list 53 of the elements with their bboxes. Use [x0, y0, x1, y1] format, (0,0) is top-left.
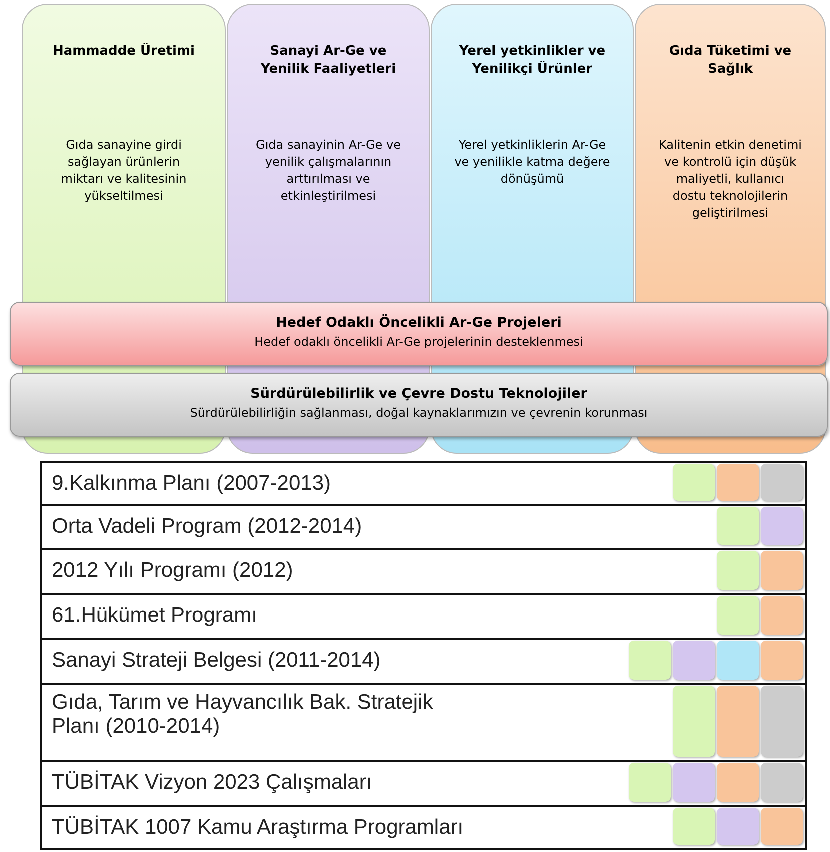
plan-name: Gıda, Tarım ve Hayvancılık Bak. Stratejik Planı (2010-2014)	[52, 691, 434, 739]
plan-name: TÜBİTAK Vizyon 2023 Çalışmaları	[52, 771, 374, 795]
plan-name: TÜBİTAK 1007 Kamu Araştırma Programları	[52, 816, 465, 840]
band-heading: Sürdürülebilirlik ve Çevre Dostu Teknolojiler	[250, 385, 588, 404]
pillar-marker	[761, 763, 803, 802]
table-row	[40, 683, 807, 762]
table-row	[40, 461, 807, 506]
pillar-marker	[673, 641, 715, 680]
pillar-marker	[673, 686, 715, 757]
pillar-description: Yerel yetkinliklerin Ar-Ge ve yenilikle katma değere dönüşümü	[454, 137, 611, 188]
pillar-description: Gıda sanayine girdi sağlayan ürünlerin miktarı ve kalitesinin yükseltilmesi	[60, 137, 188, 205]
pillar-marker	[673, 808, 715, 845]
table-row	[40, 760, 807, 807]
pillar-heading: Gıda Tüketimi ve Sağlık	[668, 43, 793, 79]
pillar-marker	[717, 686, 759, 757]
pillar-marker	[717, 551, 759, 590]
pillar-marker	[717, 596, 759, 635]
pillar-marker	[761, 808, 803, 845]
pillar-heading: Yerel yetkinlikler ve Yenilikçi Ürünler	[458, 43, 607, 79]
table-row	[40, 638, 807, 685]
pillar-marker	[761, 596, 803, 635]
pillar-marker	[629, 763, 671, 802]
table-row	[40, 805, 807, 850]
plan-name: 61.Hükümet Programı	[52, 604, 258, 628]
plan-name: 9.Kalkınma Planı (2007-2013)	[52, 472, 332, 496]
pillar-marker	[717, 763, 759, 802]
pillar-marker	[717, 464, 759, 501]
pillar-marker	[761, 686, 803, 757]
table-row	[40, 548, 807, 595]
table-row	[40, 593, 807, 640]
pillar-marker	[717, 808, 759, 845]
pillar-marker	[673, 464, 715, 501]
pillar-description: Gıda sanayinin Ar-Ge ve yenilik çalışmalarının arttırılması ve etkinleştirilmesi	[255, 137, 402, 205]
plan-name: 2012 Yılı Programı (2012)	[52, 559, 294, 583]
table-row	[40, 504, 807, 550]
band-description: Hedef odaklı öncelikli Ar-Ge projelerinin desteklenmesi	[254, 334, 584, 351]
pillar-marker	[761, 551, 803, 590]
priority-band	[10, 373, 828, 437]
band-description: Sürdürülebilirliğin sağlanması, doğal kaynaklarımızın ve çevrenin korunması	[189, 405, 649, 422]
pillar-heading: Hammadde Üretimi	[52, 43, 196, 61]
pillar-description: Kalitenin etkin denetimi ve kontrolü için düşük maliyetli, kullanıcı dostu teknolojilerin geliştirilmesi	[658, 137, 803, 222]
pillar-heading: Sanayi Ar-Ge ve Yenilik Faaliyetleri	[260, 43, 398, 79]
pillar-marker	[673, 763, 715, 802]
pillar-marker	[761, 641, 803, 680]
band-heading: Hedef Odaklı Öncelikli Ar-Ge Projeleri	[275, 314, 563, 333]
plan-name: Orta Vadeli Program (2012-2014)	[52, 515, 364, 539]
priority-band	[10, 302, 828, 366]
pillar-marker	[717, 641, 759, 680]
pillar-marker	[629, 641, 671, 680]
pillar-marker	[717, 507, 759, 545]
pillar-marker	[761, 507, 803, 545]
plan-name: Sanayi Strateji Belgesi (2011-2014)	[52, 649, 382, 673]
pillar-marker	[761, 464, 803, 501]
